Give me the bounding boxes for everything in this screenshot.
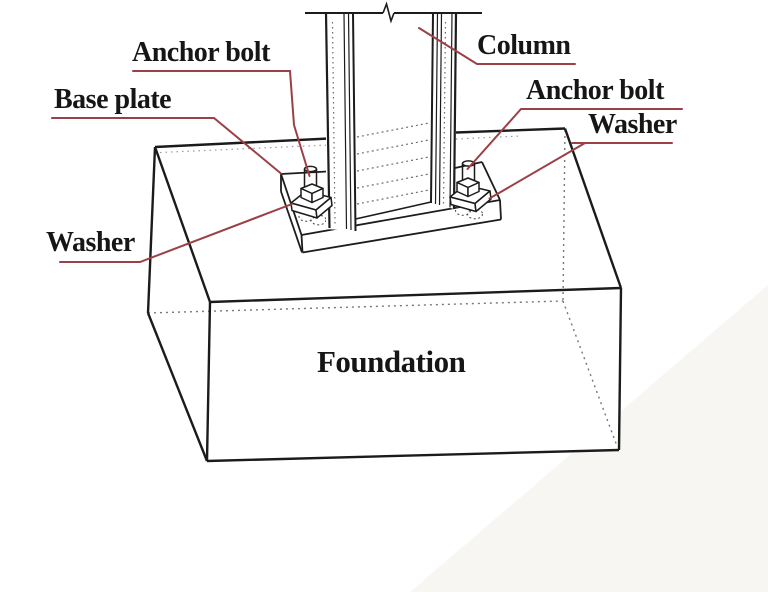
leader-base-plate <box>51 117 282 175</box>
plate-front-corner-edge <box>300 234 304 253</box>
right-flange-line <box>449 12 453 208</box>
anchor-bolt-left-assembly <box>290 165 333 219</box>
right-flange-outer-edge <box>452 12 458 210</box>
right-flange-line <box>434 12 439 205</box>
foundation-hidden-edges <box>147 129 618 447</box>
label-washer-left: Washer <box>46 227 135 258</box>
foundation-rear-edge-left <box>154 137 330 149</box>
left-flange-outer-edge <box>324 12 331 229</box>
foundation-front-top-edge <box>209 286 622 304</box>
anchor-bolt-right-assembly <box>449 160 492 213</box>
foundation-top-right-edge <box>563 128 623 289</box>
label-base-plate: Base plate <box>54 84 172 115</box>
foundation-front-left-edge <box>205 301 212 462</box>
left-flange-line <box>347 12 352 231</box>
nut-right-facet <box>467 181 480 198</box>
label-column: Column <box>477 30 571 61</box>
foundation-front-right-edge <box>617 287 623 451</box>
foundation-rear-edge-right <box>455 127 566 134</box>
foundation-top-left-edge <box>153 146 212 303</box>
left-flange-gauge-line <box>331 21 336 225</box>
right-flange-line <box>438 12 443 206</box>
foundation-block <box>146 127 623 463</box>
foundation-texture-lines <box>159 135 521 154</box>
leader-anchor-bolt-right <box>466 108 683 170</box>
column-part <box>305 1 482 232</box>
foundation-bottom-edge <box>206 448 620 463</box>
left-flange-web-edge <box>352 12 357 232</box>
label-anchor-bolt-left: Anchor bolt <box>132 37 270 68</box>
nut-left-facet <box>311 187 324 204</box>
left-flange-line <box>343 12 348 230</box>
foundation-left-bottom-edge <box>146 312 209 462</box>
washer-left-side-face <box>315 196 333 219</box>
web-bottom-edge <box>355 201 432 220</box>
leader-washer-right <box>488 142 673 200</box>
right-flange-web-edge <box>430 12 434 204</box>
label-foundation: Foundation <box>317 344 466 379</box>
leader-anchor-bolt-left <box>132 70 311 177</box>
label-washer-right: Washer <box>588 109 677 140</box>
label-anchor-bolt-right: Anchor bolt <box>526 75 664 106</box>
right-flange-gauge-line <box>442 21 447 205</box>
plate-left-bottom-edge <box>280 191 303 253</box>
foundation-rear-left-edge <box>146 146 157 314</box>
plate-front-bottom-edge <box>302 218 502 254</box>
web-dotted-lines <box>356 122 430 205</box>
break-symbol <box>382 1 395 24</box>
leader-column <box>418 27 576 65</box>
leader-lines <box>51 27 683 263</box>
plate-right-corner-edge <box>499 199 502 220</box>
washer-right-side-face <box>474 190 492 213</box>
leader-washer-left <box>59 203 293 263</box>
